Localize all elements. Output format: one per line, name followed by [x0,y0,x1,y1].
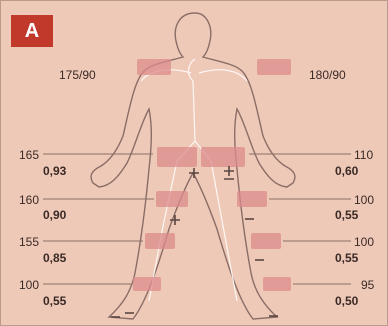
plus-minus-marker-thigh-left [224,166,234,179]
right-pressure-2: 100 [354,193,374,207]
cuff-band-left-upper-arm [257,59,291,75]
cuff-band-left-lower-calf [251,233,281,249]
left-index-3: 0,85 [43,251,66,265]
right-pressure-4: 95 [361,278,374,292]
cuff-band-left-ankle [263,277,291,291]
cuff-band-left-upper-calf [237,191,267,207]
left-pressure-2: 160 [19,193,39,207]
right-arm-pressure: 175/90 [59,68,96,82]
left-arm-pressure: 180/90 [309,68,346,82]
cuff-band-left-thigh [201,147,245,167]
cuff-band-right-thigh [157,147,197,167]
cuff-band-right-ankle [133,277,161,291]
right-index-2: 0,55 [335,208,358,222]
cuff-band-right-upper-calf [156,191,188,207]
right-pressure-3: 100 [354,235,374,249]
right-index-3: 0,55 [335,251,358,265]
panel-label: A [11,15,53,47]
left-pressure-1: 165 [19,148,39,162]
left-pressure-3: 155 [19,235,39,249]
left-pressure-4: 100 [19,278,39,292]
left-index-2: 0,90 [43,208,66,222]
aorta-vessel [141,59,247,301]
cuff-band-right-upper-arm [137,59,171,75]
cuff-band-right-lower-calf [145,233,175,249]
right-index-4: 0,50 [335,294,358,308]
right-index-1: 0,60 [335,164,358,178]
right-pressure-1: 110 [354,148,373,162]
left-index-4: 0,55 [43,294,66,308]
left-index-1: 0,93 [43,164,66,178]
